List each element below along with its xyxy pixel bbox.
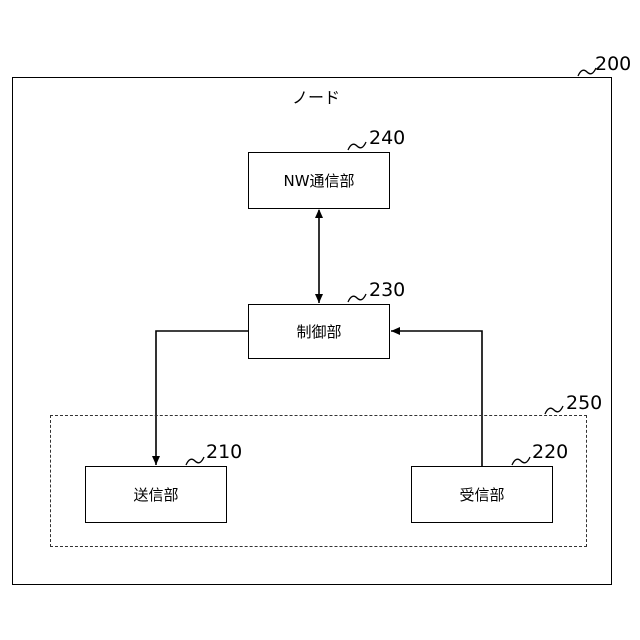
ref-210: 210 xyxy=(206,441,242,463)
ref-250: 250 xyxy=(566,392,602,414)
ref-200: 200 xyxy=(595,53,631,75)
receive-box: 受信部 xyxy=(411,466,553,523)
nw-communication-label: NW通信部 xyxy=(283,170,354,191)
send-box: 送信部 xyxy=(85,466,227,523)
send-label: 送信部 xyxy=(133,484,178,505)
ref-230: 230 xyxy=(369,279,405,301)
leader-200 xyxy=(578,68,596,76)
node-title: ノード xyxy=(292,84,340,108)
control-box: 制御部 xyxy=(248,304,390,359)
nw-communication-box: NW通信部 xyxy=(248,152,390,209)
control-label: 制御部 xyxy=(296,321,341,342)
ref-240: 240 xyxy=(369,127,405,149)
ref-220: 220 xyxy=(532,441,568,463)
receive-label: 受信部 xyxy=(459,484,504,505)
